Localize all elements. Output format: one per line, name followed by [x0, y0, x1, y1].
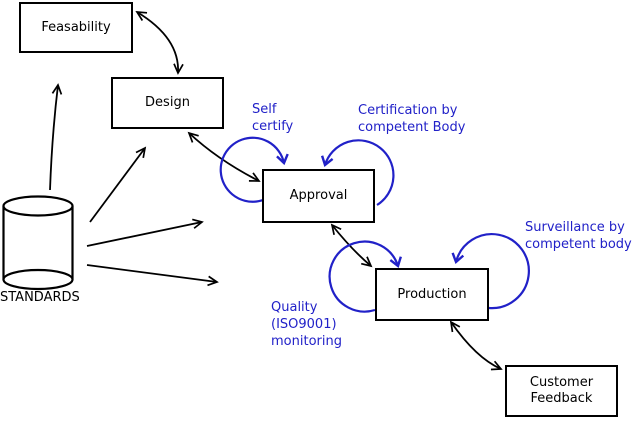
arrow-standards-to-design: [89, 146, 147, 223]
annotation-self-certify: Self certify: [252, 102, 294, 134]
arrow-feasability-design: [135, 11, 184, 75]
loop-certification: [320, 139, 395, 206]
node-customer-feedback: Customer Feedback: [505, 365, 618, 417]
annotation-certification: Certification by competent Body: [358, 103, 466, 135]
loop-self-certify: [219, 136, 289, 203]
arrow-approval-production: [330, 223, 373, 268]
node-production: Production: [375, 268, 489, 321]
arrow-standards-to-production: [86, 264, 219, 287]
arrow-production-customer-feedback: [449, 320, 503, 371]
loop-quality-monitoring: [328, 240, 402, 313]
standards-cylinder-icon: [2, 195, 74, 291]
loop-surveillance: [451, 233, 530, 310]
standards-label: STANDARDS: [0, 290, 80, 305]
node-design: Design: [111, 77, 224, 129]
annotation-quality-monitoring: Quality (ISO9001) monitoring: [271, 300, 342, 349]
annotation-surveillance: Surveillance by competent body: [525, 220, 632, 252]
arrow-standards-to-approval: [86, 218, 204, 247]
node-feasability: Feasability: [19, 2, 133, 53]
arrow-design-approval: [187, 131, 261, 182]
node-approval: Approval: [262, 169, 375, 223]
arrow-standards-to-feasability: [49, 83, 63, 191]
